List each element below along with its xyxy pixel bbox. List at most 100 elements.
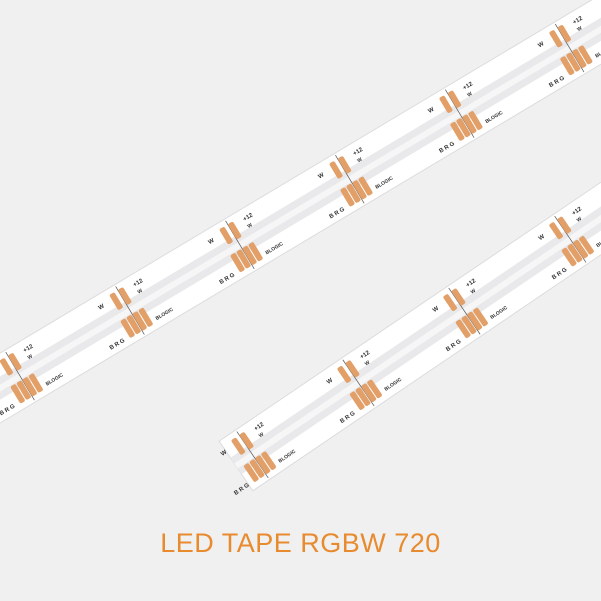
solder-pad-lower bbox=[367, 379, 382, 399]
solder-pad-upper bbox=[231, 437, 246, 455]
solder-pad-lower bbox=[346, 183, 361, 203]
cob-highlight bbox=[0, 3, 601, 415]
voltage-sub-label: W bbox=[466, 91, 473, 99]
voltage-label: +12 bbox=[253, 422, 265, 433]
voltage-label: +12 bbox=[242, 212, 254, 223]
solder-pad-lower bbox=[16, 380, 31, 400]
voltage-label: +12 bbox=[359, 350, 371, 361]
voltage-label: +12 bbox=[465, 278, 477, 289]
solder-pad-lower bbox=[461, 315, 477, 335]
solder-pad-lower bbox=[462, 114, 477, 134]
solder-pad-upper bbox=[109, 292, 123, 310]
solder-pad-upper bbox=[443, 294, 457, 311]
white-channel-label: W bbox=[98, 303, 106, 311]
voltage-label: +12 bbox=[352, 147, 364, 158]
solder-pad-lower bbox=[473, 307, 488, 327]
solder-pad-upper bbox=[228, 221, 242, 239]
voltage-sub-label: W bbox=[576, 25, 583, 33]
solder-pad-lower bbox=[572, 49, 587, 68]
solder-pad-upper bbox=[439, 95, 453, 113]
solder-pad-lower bbox=[243, 463, 259, 482]
solder-pad-lower bbox=[566, 52, 581, 72]
solder-pad-upper bbox=[549, 30, 563, 48]
voltage-sub-label: W bbox=[27, 353, 34, 361]
voltage-sub-label: W bbox=[470, 288, 478, 296]
solder-pad-lower bbox=[467, 311, 483, 331]
solder-pad-upper bbox=[337, 366, 352, 383]
voltage-label: +12 bbox=[23, 343, 35, 354]
cut-label: BLOGIC bbox=[594, 44, 601, 59]
voltage-label: +12 bbox=[462, 81, 474, 92]
solder-pad-lower bbox=[578, 45, 593, 65]
white-channel-label: W bbox=[326, 377, 334, 385]
voltage-sub-label: W bbox=[137, 288, 144, 296]
solder-pad-lower bbox=[230, 253, 245, 272]
solder-pad-upper bbox=[329, 161, 343, 179]
solder-pad-lower bbox=[138, 308, 153, 327]
solder-pad-lower bbox=[120, 318, 135, 338]
solder-pad-lower bbox=[561, 247, 577, 267]
voltage-sub-label: W bbox=[364, 360, 372, 368]
solder-pad-lower bbox=[349, 391, 365, 410]
solder-pad-lower bbox=[22, 377, 37, 396]
white-channel-label: W bbox=[537, 41, 545, 49]
solder-pad-lower bbox=[132, 311, 147, 331]
voltage-label: +12 bbox=[571, 206, 583, 217]
voltage-sub-label: W bbox=[356, 156, 363, 164]
white-channel-label: W bbox=[427, 107, 435, 115]
solder-pad-upper bbox=[558, 25, 571, 43]
solder-pad-lower bbox=[248, 242, 263, 262]
solder-pad-upper bbox=[338, 156, 352, 174]
solder-pad-upper bbox=[0, 358, 13, 376]
voltage-sub-label: W bbox=[576, 216, 584, 224]
solder-pad-lower bbox=[358, 176, 373, 196]
voltage-sub-label: W bbox=[258, 431, 266, 439]
white-channel-label: W bbox=[432, 306, 440, 314]
solder-pad-lower bbox=[236, 249, 251, 269]
product-title: LED TAPE RGBW 720 bbox=[160, 528, 441, 558]
rgb-channel-label: B R G bbox=[233, 482, 250, 497]
solder-pad-lower bbox=[249, 459, 265, 478]
white-channel-label: W bbox=[318, 172, 326, 180]
solder-pad-lower bbox=[468, 111, 483, 130]
solder-pad-upper bbox=[451, 288, 466, 306]
voltage-label: +12 bbox=[572, 15, 584, 26]
solder-pad-lower bbox=[455, 319, 471, 339]
cob-highlight bbox=[234, 189, 601, 469]
solder-pad-upper bbox=[8, 353, 22, 371]
solder-pad-lower bbox=[573, 239, 589, 259]
solder-pad-lower bbox=[28, 373, 43, 393]
solder-pad-lower bbox=[352, 180, 367, 200]
solder-pad-upper bbox=[345, 360, 360, 378]
solder-pad-lower bbox=[10, 384, 25, 404]
solder-pad-lower bbox=[450, 121, 465, 141]
white-channel-label: W bbox=[208, 238, 216, 246]
solder-pad-lower bbox=[355, 387, 371, 406]
solder-pad-lower bbox=[567, 243, 583, 263]
solder-pad-lower bbox=[261, 451, 277, 470]
solder-pad-lower bbox=[579, 236, 594, 255]
white-channel-label: W bbox=[538, 234, 546, 242]
solder-pad-lower bbox=[242, 245, 257, 265]
solder-pad-upper bbox=[239, 432, 254, 450]
solder-pad-lower bbox=[456, 118, 471, 138]
solder-pad-lower bbox=[255, 455, 271, 474]
voltage-label: +12 bbox=[132, 278, 144, 289]
solder-pad-lower bbox=[340, 187, 355, 207]
solder-pad-lower bbox=[560, 56, 575, 76]
solder-pad-upper bbox=[549, 222, 563, 240]
solder-pad-upper bbox=[219, 227, 233, 245]
solder-pad-lower bbox=[126, 315, 141, 334]
white-channel-label: W bbox=[220, 449, 228, 457]
solder-pad-upper bbox=[557, 216, 572, 234]
solder-pad-upper bbox=[118, 287, 132, 305]
voltage-sub-label: W bbox=[246, 222, 253, 230]
solder-pad-upper bbox=[448, 90, 462, 108]
